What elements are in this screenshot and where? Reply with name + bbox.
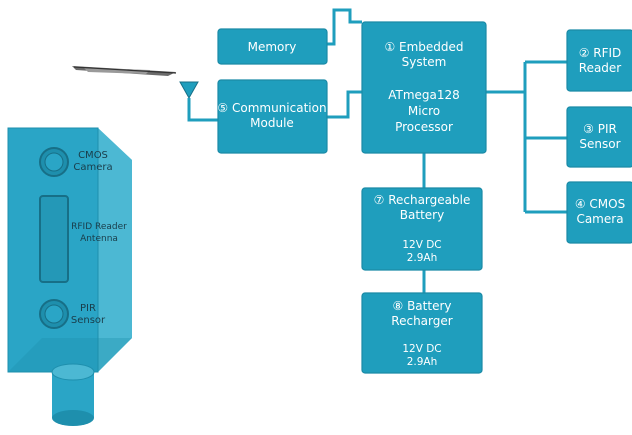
communication-label-2: Module — [250, 116, 294, 130]
embedded-label-2: System — [402, 55, 447, 69]
antenna-icon — [179, 81, 199, 112]
rfid-label-1: ② RFID — [579, 46, 622, 60]
battery-sub-1: 12V DC — [402, 239, 441, 251]
wire-memory-embedded — [327, 8, 362, 46]
device-bottom-face — [8, 338, 132, 372]
block-memory: Memory — [217, 28, 328, 65]
device-side-face — [98, 128, 132, 372]
rfid-label-2: Reader — [579, 61, 622, 75]
block-battery-recharger: ⑧ Battery Recharger 12V DC 2.9Ah — [361, 292, 483, 374]
block-rechargeable-battery: ⑦ Rechargeable Battery 12V DC 2.9Ah — [361, 187, 483, 271]
device-cmos-label-2: Camera — [73, 162, 112, 173]
device-pir-label-1: PIR — [80, 303, 96, 314]
cmos-label-2: Camera — [576, 212, 623, 226]
device-cmos-label-1: CMOS — [78, 150, 108, 161]
rfid-antenna-slot — [39, 195, 69, 283]
battery-sub-2: 2.9Ah — [407, 252, 438, 264]
pir-label-2: Sensor — [579, 137, 620, 151]
wire-antenna-comm — [187, 112, 218, 122]
block-communication-module: ⑤ Communication Module — [217, 79, 328, 154]
embedded-label-1: ① Embedded — [384, 40, 463, 54]
recharger-label-1: ⑧ Battery — [393, 299, 452, 313]
battery-label-2: Battery — [400, 208, 444, 222]
pir-label-1: ③ PIR — [583, 122, 617, 136]
block-embedded-system: ① Embedded System ATmega128 Micro Proces… — [361, 21, 487, 154]
block-cmos-camera: ④ CMOS Camera — [566, 181, 632, 244]
connection-wires — [187, 8, 567, 293]
embedded-sub-2: Micro — [408, 104, 440, 118]
recharger-label-2: Recharger — [391, 314, 452, 328]
device-mount-bottom — [52, 410, 94, 426]
wire-comm-embedded — [327, 90, 362, 119]
device-pir-label-2: Sensor — [71, 315, 106, 326]
embedded-sub-1: ATmega128 — [388, 88, 460, 102]
communication-label-1: ⑤ Communication — [217, 101, 326, 115]
block-rfid-reader: ② RFID Reader — [566, 29, 632, 92]
embedded-sub-3: Processor — [395, 120, 453, 134]
pir-sensor-inner — [44, 304, 64, 324]
cmos-label-1: ④ CMOS — [575, 197, 625, 211]
memory-label: Memory — [248, 40, 297, 54]
block-pir-sensor: ③ PIR Sensor — [566, 106, 632, 168]
device-illustration: CMOS Camera RFID Reader Antenna PIR Sens… — [7, 127, 132, 426]
cmos-lens-inner — [44, 152, 64, 172]
battery-label-1: ⑦ Rechargeable — [374, 193, 471, 207]
recharger-sub-1: 12V DC — [402, 343, 441, 355]
device-mount-top — [51, 363, 95, 381]
aircraft-icon — [72, 66, 177, 76]
recharger-sub-2: 2.9Ah — [407, 356, 438, 368]
device-rfid-label-1: RFID Reader — [71, 222, 127, 232]
device-rfid-label-2: Antenna — [80, 234, 118, 244]
